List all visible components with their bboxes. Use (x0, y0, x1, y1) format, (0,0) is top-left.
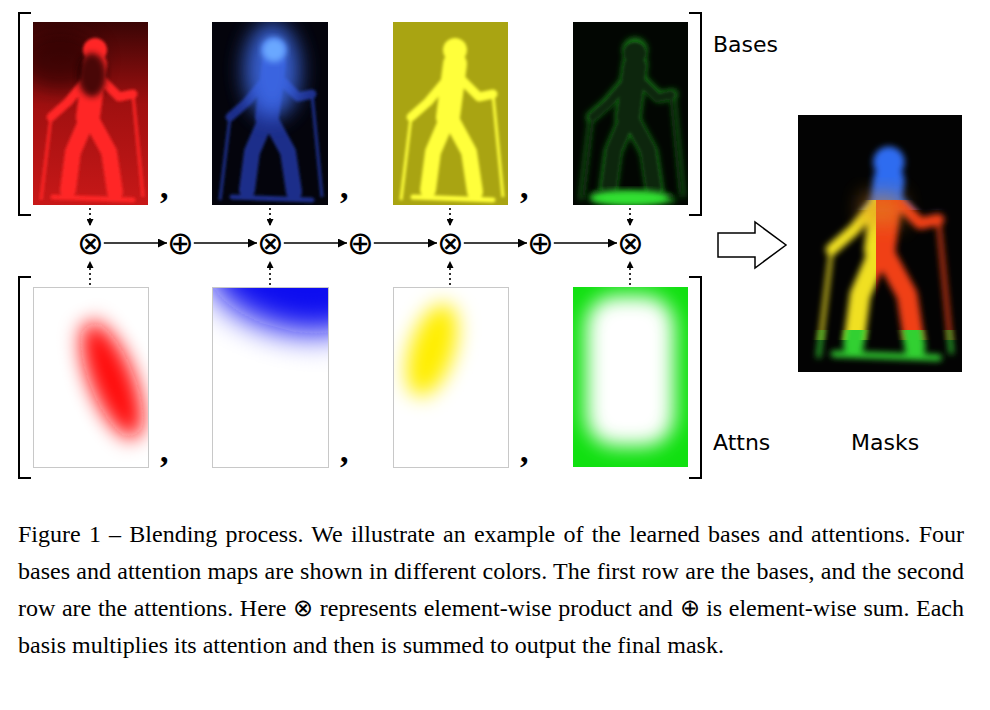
sum-arrow (554, 242, 617, 244)
glow (262, 38, 286, 62)
dotted-arrow (629, 261, 631, 285)
skier-figure (41, 38, 143, 200)
bracket-right (689, 13, 701, 215)
attention-blob (68, 314, 148, 445)
dotted-arrow (89, 261, 91, 285)
attention-map (33, 287, 148, 467)
basis-ground (393, 22, 508, 205)
skier-figure (401, 38, 503, 200)
skier-figure (581, 38, 683, 200)
attention-ground (393, 287, 508, 467)
hollow-arrow (718, 222, 786, 268)
bracket-left (19, 13, 31, 215)
basis-ground (212, 22, 328, 205)
attention-map (393, 287, 508, 467)
skier-figure (876, 200, 951, 340)
sum-arrow (194, 242, 257, 244)
attention-map (573, 287, 688, 467)
basis-image (573, 22, 688, 205)
operator-node: ⊕ (347, 227, 374, 259)
row-label: Bases (713, 32, 778, 57)
operator-symbol: ⊗ (437, 227, 464, 259)
dotted-arrow (269, 261, 271, 285)
operator-symbol: ⊕ (167, 227, 194, 259)
attention-blob (212, 287, 328, 350)
skier-figure (818, 330, 951, 358)
operator-node: ⊗ (77, 227, 104, 259)
shadow-patch (78, 53, 106, 97)
separator-comma: , (160, 168, 169, 206)
sum-arrow (104, 242, 167, 244)
mask-region (818, 147, 951, 210)
sum-arrow (374, 242, 437, 244)
skier-figure (584, 42, 681, 196)
row-label: Attns (713, 430, 770, 455)
bracket (19, 13, 701, 478)
image-frame (394, 288, 509, 468)
dotted-arrow (269, 208, 271, 226)
separator-comma: , (520, 168, 529, 206)
mask-region (876, 200, 951, 340)
mask-region (818, 200, 876, 340)
mask-region (818, 330, 951, 358)
glow (244, 22, 300, 118)
operator-symbol: ⊗ (617, 227, 644, 259)
dotted-arrow (629, 208, 631, 226)
skier-figure (818, 147, 951, 210)
basis-ground (573, 22, 688, 205)
image-frame (34, 288, 509, 468)
operator-symbol: ⊗ (257, 227, 284, 259)
mask-image (798, 115, 962, 372)
basis-image (33, 22, 148, 205)
operator-node: ⊕ (167, 227, 194, 259)
image-frame (213, 288, 329, 468)
attention-ground (573, 287, 688, 467)
blend-patch (862, 195, 902, 225)
operator-node: ⊗ (437, 227, 464, 259)
basis-image (212, 22, 328, 205)
glow (590, 190, 670, 205)
basis-image (393, 22, 508, 205)
operator-symbol: ⊕ (347, 227, 374, 259)
separator-comma: , (160, 432, 169, 470)
separator-comma: , (340, 432, 349, 470)
dotted-arrow (449, 208, 451, 226)
operator-symbol: ⊕ (527, 227, 554, 259)
skier-figure (818, 200, 876, 340)
dotted-arrow (90, 208, 630, 285)
separator-comma: , (340, 168, 349, 206)
operator-node: ⊕ (527, 227, 554, 259)
figure-caption: Figure 1 – Blending process. We illustra… (18, 516, 964, 664)
attention-blob (586, 296, 674, 446)
bracket-left (19, 277, 31, 478)
dotted-arrow (89, 208, 91, 226)
separator-comma: , (520, 432, 529, 470)
operator-node: ⊗ (257, 227, 284, 259)
operator-node: ⊗ (617, 227, 644, 259)
attention-blob (396, 298, 468, 403)
image-frame (34, 288, 149, 468)
operator-symbol: ⊗ (77, 227, 104, 259)
sum-arrow (464, 242, 527, 244)
dotted-arrow (449, 261, 451, 285)
bracket-right (689, 277, 701, 478)
sum-arrow (284, 242, 347, 244)
attention-map (212, 287, 328, 467)
output-label: Masks (851, 430, 919, 455)
mask-ground (798, 115, 962, 372)
